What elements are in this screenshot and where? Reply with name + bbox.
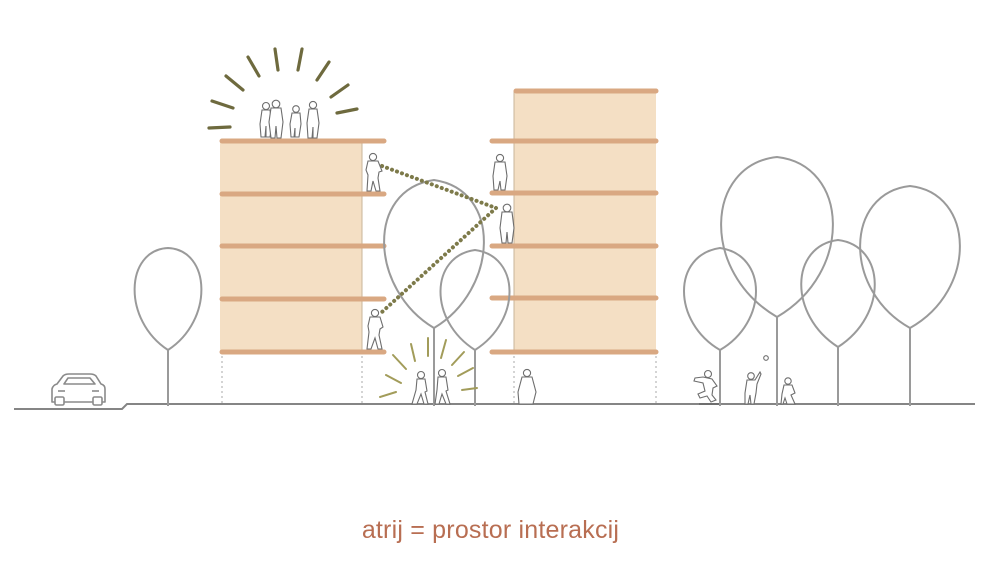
person-icon (744, 370, 762, 405)
person-icon (499, 203, 515, 244)
person-icon (411, 370, 429, 405)
tree-icon (683, 246, 757, 406)
ball-icon (763, 355, 769, 361)
atrium-tree-large (383, 178, 485, 406)
left-building (219, 138, 387, 404)
person-icon (268, 99, 284, 139)
interaction-dots (380, 164, 498, 314)
rays-icon (207, 47, 359, 130)
person-icon (366, 308, 384, 350)
person-icon (365, 152, 383, 192)
person-icon (434, 368, 451, 405)
person-icon (492, 153, 508, 191)
atrium-tree-small (439, 248, 511, 406)
tree-icon (859, 184, 961, 406)
diagram-caption: atrij = prostor interakcij (361, 516, 620, 544)
person-icon (693, 369, 719, 405)
person-icon (517, 368, 537, 405)
ground-line (14, 403, 975, 410)
tree-icon (133, 246, 203, 406)
tree-icon (800, 238, 876, 406)
person-icon (289, 105, 302, 138)
tree-icon (720, 155, 834, 406)
person-icon (306, 100, 320, 139)
person-icon (780, 377, 796, 405)
rays-icon (379, 337, 478, 398)
person-icon (259, 101, 273, 138)
right-building (489, 88, 659, 404)
car-icon (51, 373, 106, 406)
